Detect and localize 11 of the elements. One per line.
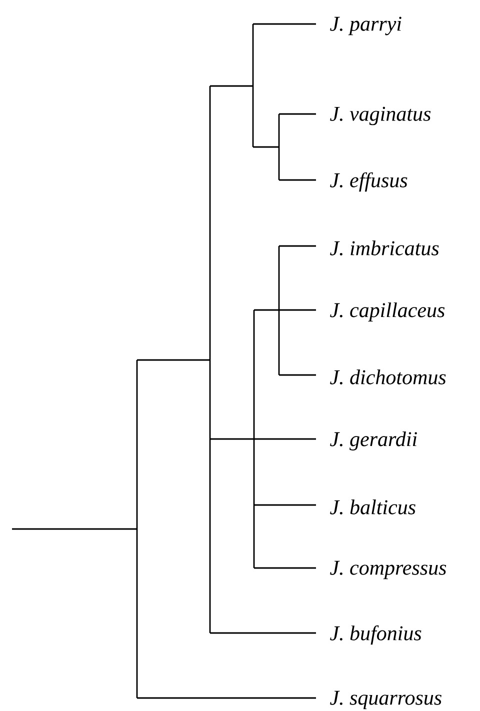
taxon-label: J. vaginatus (330, 106, 431, 126)
taxon-label: J. squarrosus (330, 690, 442, 710)
taxon-label: J. effusus (330, 172, 408, 192)
taxon-label: J. bufonius (330, 625, 422, 645)
taxon-label: J. compressus (330, 560, 446, 580)
taxon-label: J. parryi (330, 16, 402, 36)
taxon-label: J. balticus (330, 500, 416, 514)
taxon-label: J. dichotomus (330, 370, 446, 384)
taxon-label: J. gerardii (330, 431, 417, 451)
taxon-label: J. imbricatus (330, 240, 439, 256)
taxon-label: J. capillaceus (330, 302, 445, 322)
